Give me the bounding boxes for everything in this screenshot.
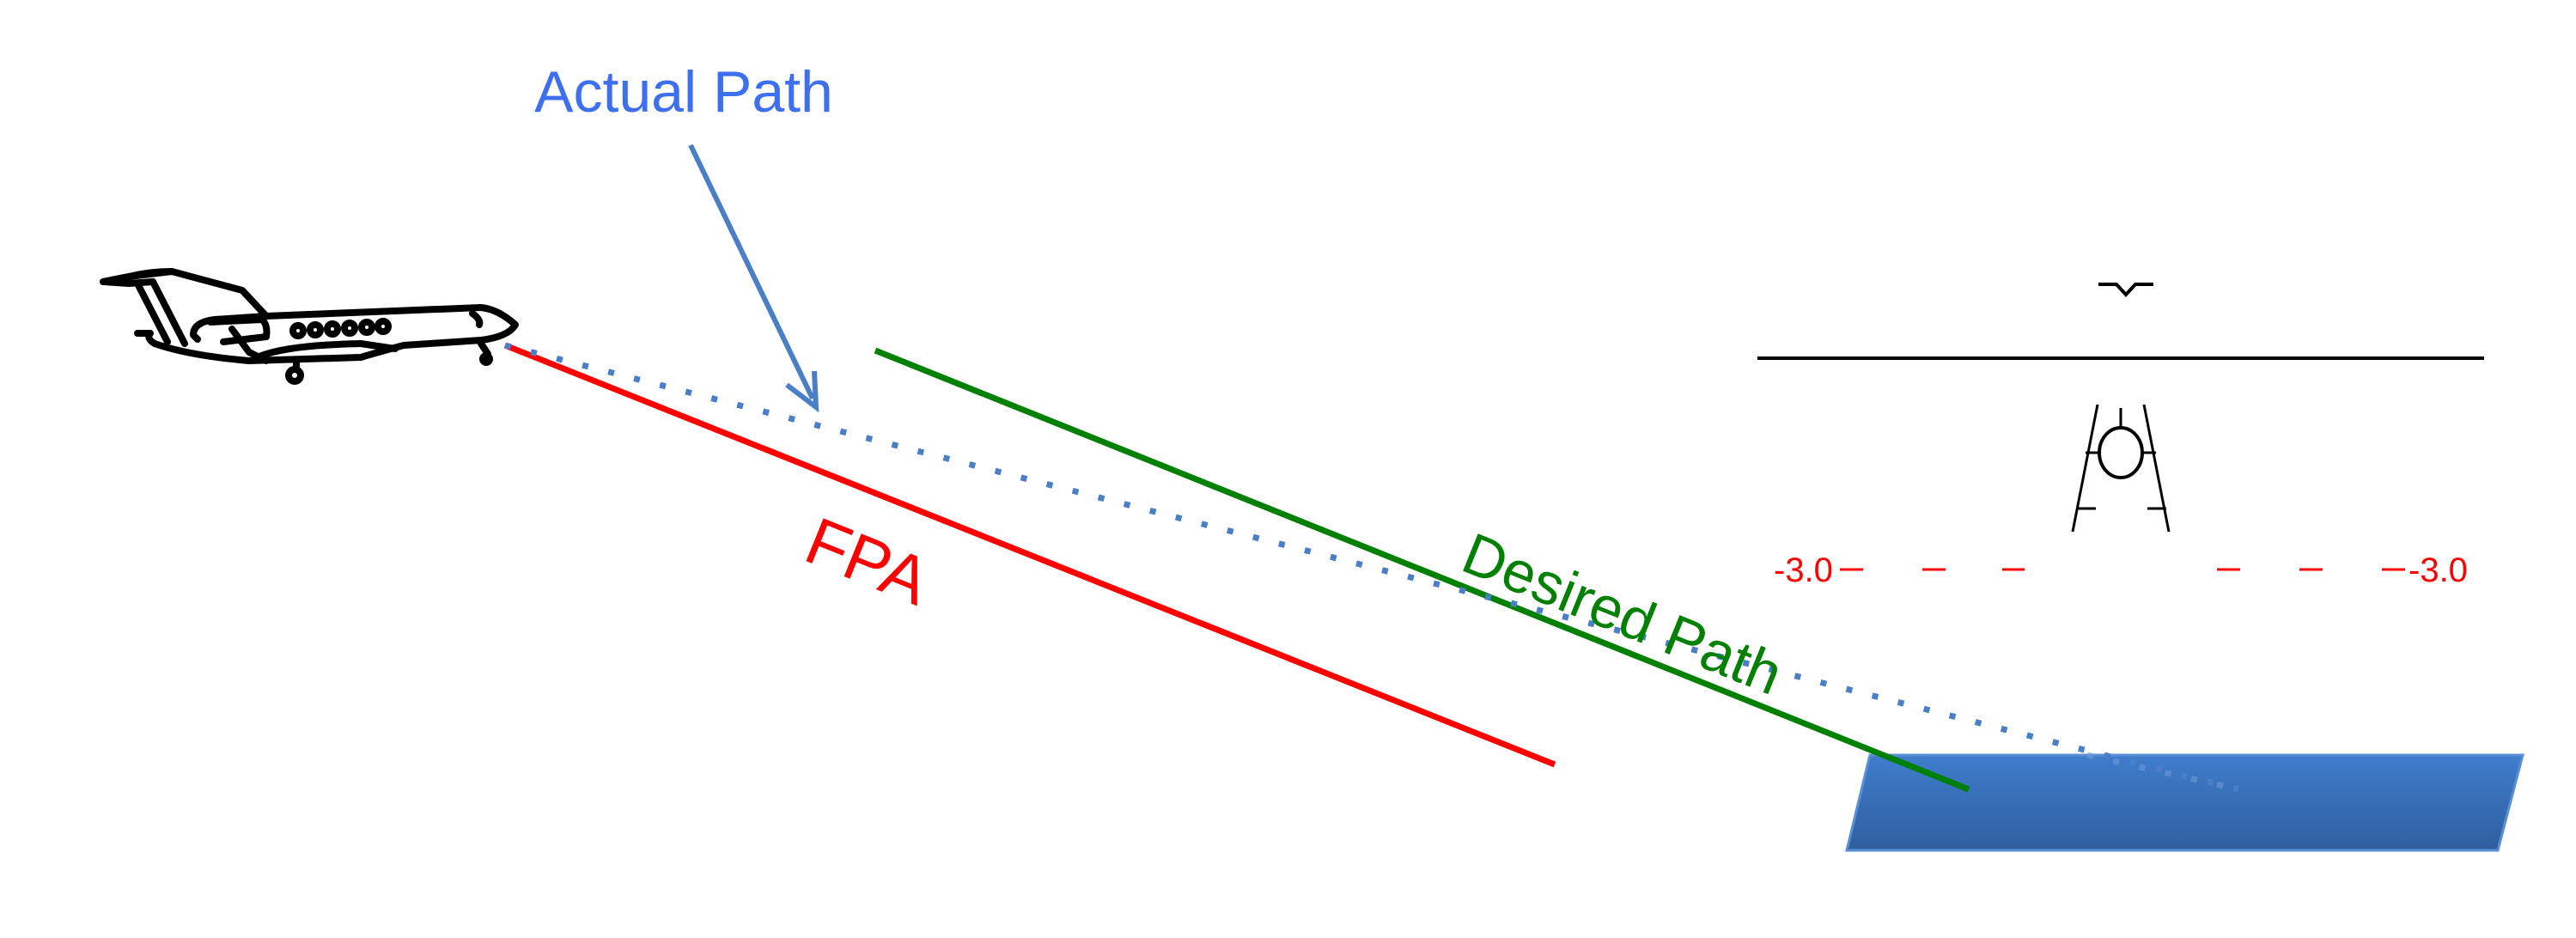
arrow-head-icon <box>785 370 819 413</box>
hud-display <box>1757 283 2484 533</box>
pitch-label-left: -3.0 <box>1774 551 1833 589</box>
fpa-label: FPA <box>795 502 940 619</box>
fpa-line <box>503 342 1556 768</box>
desired-path-line <box>874 347 1970 793</box>
runway <box>1845 753 2524 852</box>
aircraft-icon <box>100 268 519 385</box>
actual-path-line <box>504 342 2239 793</box>
actual-path-label: Actual Path <box>534 59 833 125</box>
pitch-label-right: -3.0 <box>2409 551 2468 589</box>
flight-path-vector-icon <box>2071 404 2171 533</box>
actual-path-arrow <box>688 143 815 400</box>
aircraft-reference-symbol-icon <box>2098 283 2153 297</box>
desired-path-label: Desired Path <box>1453 521 1791 708</box>
